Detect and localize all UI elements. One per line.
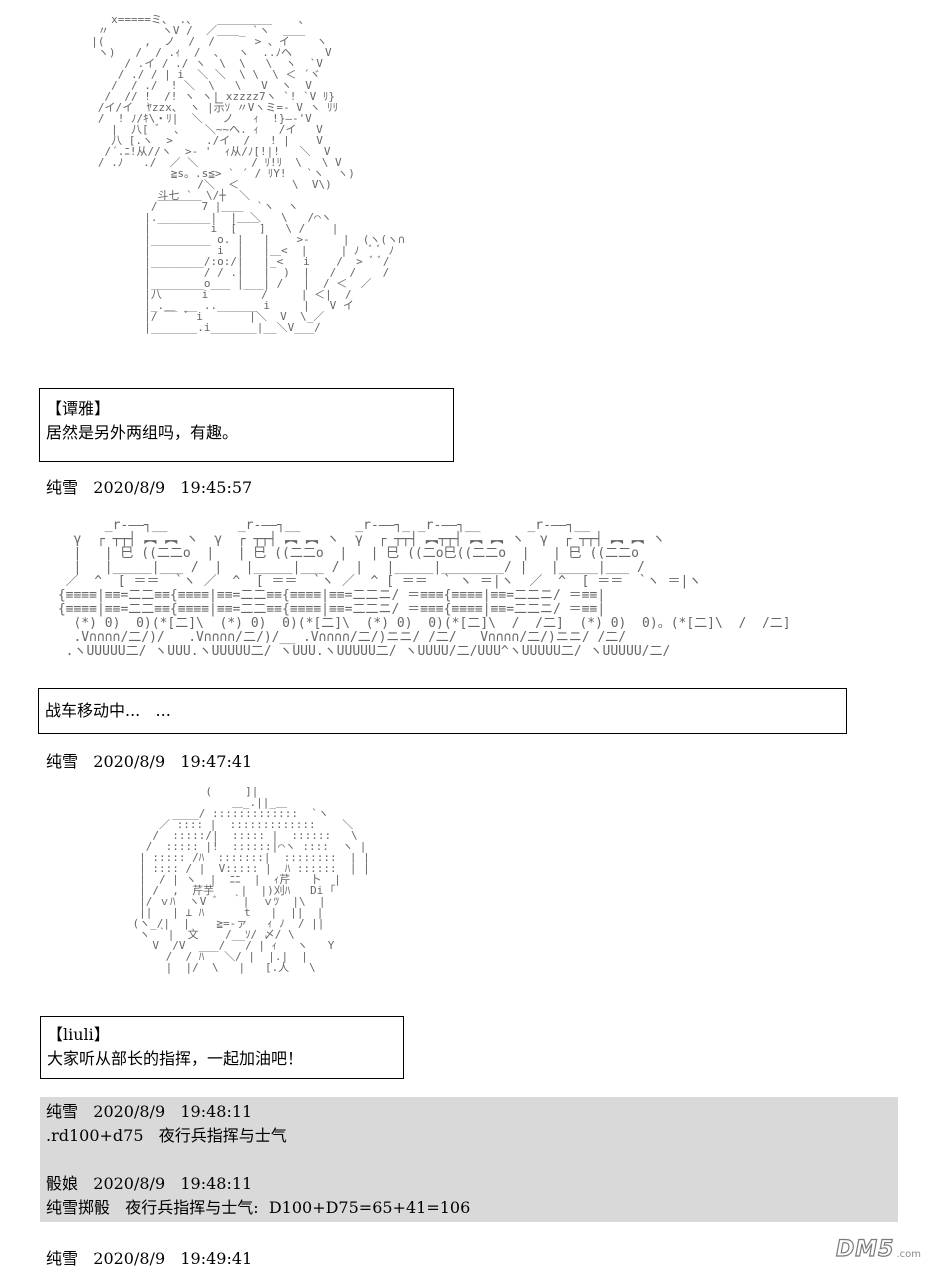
ascii-art-tanks: _r‐――┐__ _r‐――┐__ _r‐――┐_ _r‐――┐__ _r‐――…: [57, 518, 791, 659]
watermark-logo-text: DM5: [835, 1236, 895, 1262]
dialogue-text: 大家听从部长的指挥，一起加油吧！: [47, 1049, 304, 1068]
watermark-domain: .com: [896, 1249, 922, 1260]
post-meta: 骰娘 2020/8/9 19:48:11: [46, 1174, 253, 1193]
ascii-art-liuli: ( ]| ＿_.||_＿ ____/ ::::::::::::: `ヽ ／ ::…: [132, 785, 370, 974]
speaker-name: 【liuli】: [47, 1025, 110, 1044]
dice-roll-block: 纯雪 2020/8/9 19:48:11 .rd100+d75 夜行兵指挥与士气…: [40, 1097, 898, 1222]
dialogue-box-tanya: 【谭雅】 居然是另外两组吗，有趣。: [39, 388, 454, 462]
dm5-watermark-logo: DM5 .com: [835, 1234, 942, 1264]
dialogue-box-liuli: 【liuli】 大家听从部长的指挥，一起加油吧！: [40, 1016, 404, 1079]
speaker-name: 【谭雅】: [46, 399, 111, 418]
dialogue-text: 居然是另外两组吗，有趣。: [46, 423, 239, 442]
narration-box-tanks: 战车移动中... ...: [38, 688, 847, 734]
narration-text: 战车移动中... ...: [45, 701, 171, 720]
dice-result: 纯雪掷骰 夜行兵指挥与士气: D100+D75=65+41=106: [46, 1198, 471, 1217]
post-meta: 纯雪 2020/8/9 19:49:41: [46, 1249, 253, 1268]
ascii-art-girl: x=====ミ、 .、 ＿＿＿＿＿ 、 〃 ヽV / ／＿＿_ `ヽ ＿＿ |(…: [91, 13, 405, 334]
dice-command: .rd100+d75 夜行兵指挥与士气: [46, 1126, 287, 1145]
post-meta: 纯雪 2020/8/9 19:48:11: [46, 1102, 253, 1121]
post-meta: 纯雪 2020/8/9 19:45:57: [46, 478, 253, 497]
post-meta: 纯雪 2020/8/9 19:47:41: [46, 752, 253, 771]
